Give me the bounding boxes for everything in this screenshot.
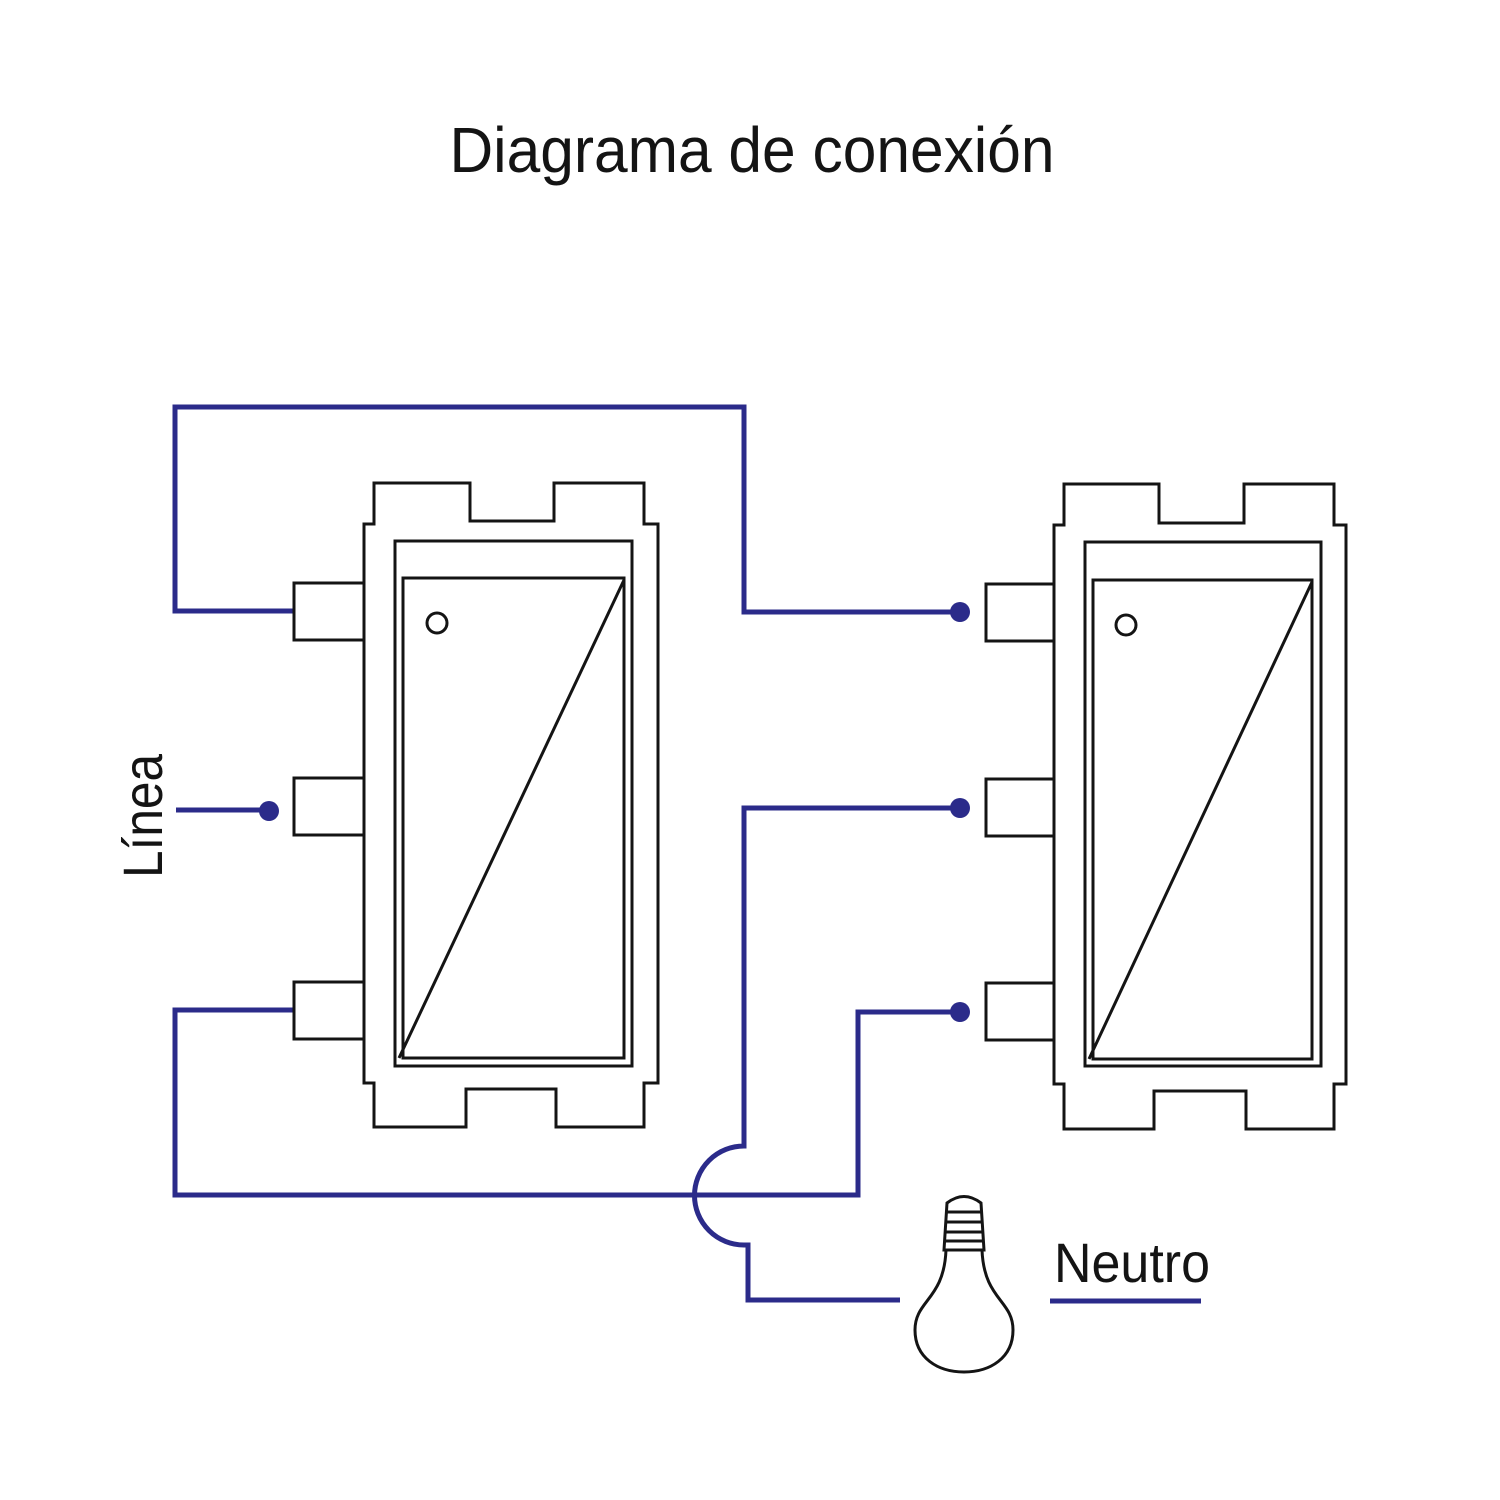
- traveler-wire-bottom: [172, 1007, 960, 1198]
- left-switch-rocker: [401, 576, 626, 1060]
- neutral-label: Neutro: [1054, 1231, 1210, 1294]
- right-switch-indicator: [1114, 613, 1138, 637]
- load-wire: [692, 805, 960, 1303]
- left-switch: [292, 481, 660, 1129]
- right-switch: [984, 482, 1348, 1131]
- left-switch-body: [362, 481, 660, 1129]
- right-switch-body: [1052, 482, 1348, 1131]
- right-bottom-terminal-dot: [950, 1002, 970, 1022]
- right-middle-terminal-dot: [950, 798, 970, 818]
- wires: [172, 404, 1201, 1304]
- right-switch-rocker-diagonal: [1087, 581, 1314, 1060]
- left-switch-terminal-middle: [292, 776, 366, 837]
- diagram-title: Diagrama de conexión: [450, 114, 1055, 186]
- right-switch-terminal-middle: [984, 777, 1056, 838]
- line-label: Línea: [111, 753, 174, 878]
- left-switch-terminal-top: [292, 581, 366, 642]
- light-bulb-icon: [913, 1195, 1015, 1374]
- left-switch-rocker-diagonal: [397, 579, 626, 1059]
- left-switch-indicator: [425, 611, 449, 635]
- bulb-glass: [913, 1248, 1015, 1374]
- right-top-terminal-dot: [950, 602, 970, 622]
- line-terminal-dot: [259, 801, 279, 821]
- right-switch-terminal-bottom: [984, 981, 1056, 1042]
- right-switch-terminal-top: [984, 582, 1056, 643]
- right-switch-rocker: [1091, 578, 1314, 1061]
- left-switch-frame: [393, 539, 634, 1068]
- right-switch-frame: [1083, 540, 1323, 1068]
- left-switch-terminal-bottom: [292, 980, 366, 1041]
- traveler-wire-top: [172, 404, 960, 615]
